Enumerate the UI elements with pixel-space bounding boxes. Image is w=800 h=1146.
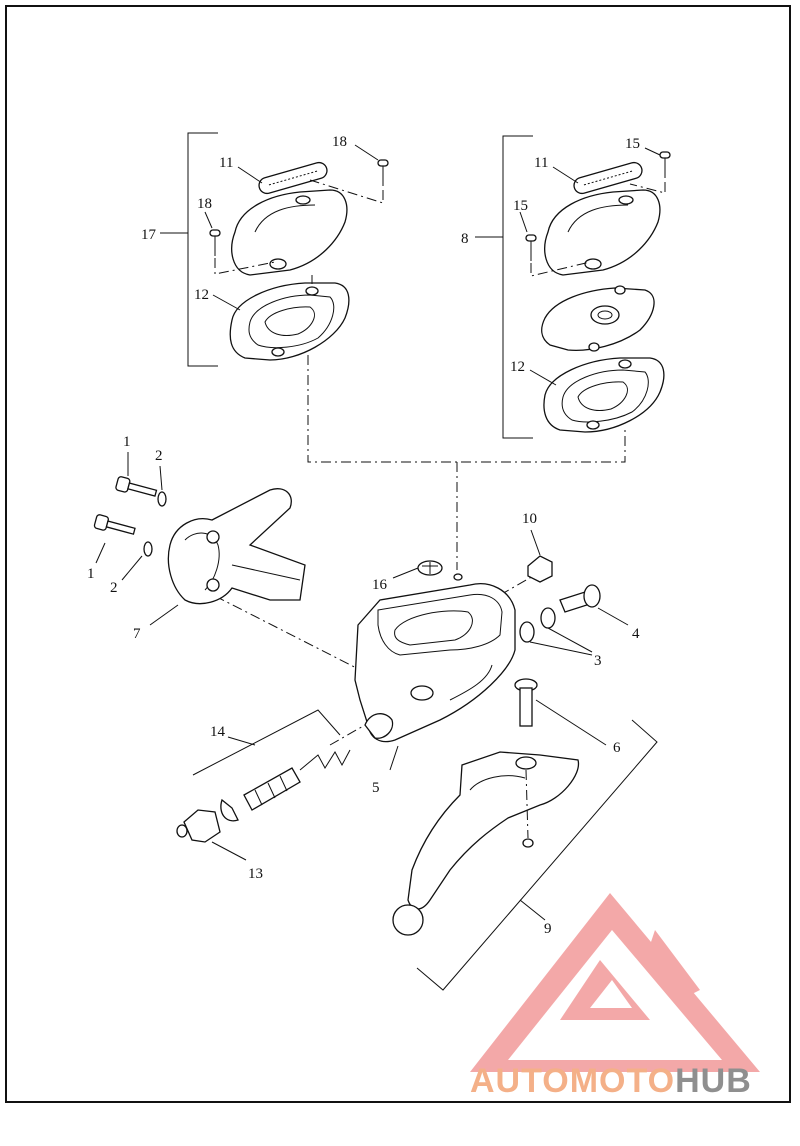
washers-3 — [519, 607, 593, 656]
callout-12b: 12 — [510, 359, 525, 375]
callout-8: 8 — [461, 231, 469, 247]
callout-4: 4 — [632, 626, 640, 642]
callout-18a: 18 — [332, 134, 347, 150]
cover-assembly-right — [475, 135, 671, 439]
sight-glass-right — [573, 161, 643, 195]
watermark-logo — [470, 893, 760, 1072]
callout-1b: 1 — [87, 566, 95, 582]
sight-glass-left — [258, 161, 328, 195]
callout-5: 5 — [372, 780, 380, 796]
callout-11b: 11 — [534, 155, 548, 171]
callout-15a: 15 — [625, 136, 640, 152]
screw-15-right — [659, 151, 671, 178]
callout-13: 13 — [248, 866, 263, 882]
callout-11a: 11 — [219, 155, 233, 171]
screw-18-right — [377, 159, 389, 186]
callout-3: 3 — [594, 653, 602, 669]
callout-9: 9 — [544, 921, 552, 937]
filler-cap-16 — [392, 560, 443, 579]
callout-7: 7 — [133, 626, 141, 642]
screw-15-left — [525, 234, 537, 261]
watermark-auto: AUTO — [470, 1062, 570, 1100]
callout-10: 10 — [522, 511, 537, 527]
watermark-moto: MOTO — [569, 1062, 676, 1100]
watermark-text: AUTOMOTOHUB — [470, 1062, 752, 1101]
callout-15b: 15 — [513, 198, 528, 214]
assembly-dash-lines — [214, 355, 626, 746]
callout-6: 6 — [613, 740, 621, 756]
callout-labels: 1 1 2 2 3 4 5 6 7 8 9 10 11 11 12 12 13 … — [87, 134, 640, 937]
callout-16: 16 — [372, 577, 388, 593]
banjo-bolt-4 — [559, 584, 629, 626]
clutch-lever-9 — [392, 719, 658, 991]
callout-12a: 12 — [194, 287, 209, 303]
callout-2a: 2 — [155, 448, 163, 464]
callout-2b: 2 — [110, 580, 118, 596]
screws-and-washers-1-2 — [93, 452, 179, 626]
watermark-hub: HUB — [675, 1062, 752, 1100]
callout-1a: 1 — [123, 434, 131, 450]
screw-18-left — [209, 229, 221, 256]
pivot-pin-6 — [514, 678, 607, 746]
callout-18b: 18 — [197, 196, 212, 212]
cover-assembly-left — [160, 132, 389, 367]
nut-10 — [527, 529, 553, 583]
master-cylinder-body — [354, 573, 516, 771]
callout-17: 17 — [141, 227, 157, 243]
handlebar-clamp — [167, 488, 306, 605]
callout-14: 14 — [210, 724, 226, 740]
piston-kit-14 — [176, 709, 351, 861]
